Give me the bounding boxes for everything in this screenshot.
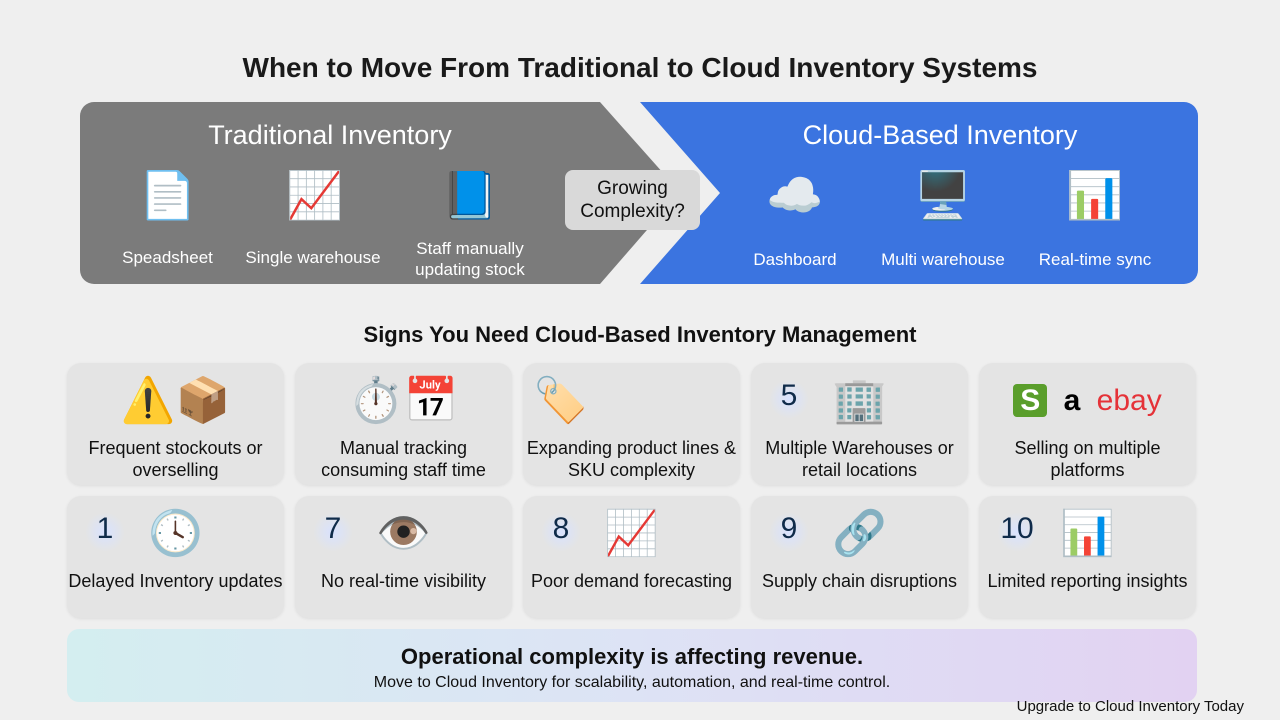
sign-card: S a ebay Selling on multiple platforms: [979, 363, 1196, 485]
card-label: Limited reporting insights: [987, 571, 1188, 591]
card-number: 9: [769, 512, 809, 552]
signs-heading: Signs You Need Cloud-Based Inventory Man…: [363, 322, 917, 347]
clock-refresh-icon: 🕓: [148, 509, 203, 558]
traditional-item-label: Staff manually updating stock: [415, 239, 525, 279]
card-number: 5: [769, 379, 809, 419]
page-title: When to Move From Traditional to Cloud I…: [242, 52, 1038, 83]
warning-box-icon: ⚠️📦: [120, 376, 231, 425]
cta-headline: Operational complexity is affecting reve…: [400, 644, 864, 669]
ledger-books-icon: 📘: [441, 169, 499, 221]
card-label: Manual tracking consuming staff time: [321, 438, 486, 480]
card-number: 1: [85, 512, 125, 552]
card-number: 10: [997, 512, 1037, 552]
cloud-panel: [640, 102, 1198, 284]
sign-card: 9 🔗 Supply chain disruptions: [751, 496, 968, 618]
marketplace-logos-icon: S a ebay: [979, 371, 1196, 431]
card-number: 7: [313, 512, 353, 552]
trend-chart-icon: 📈: [604, 509, 659, 558]
sign-card: ⚠️📦 Frequent stockouts or overselling: [67, 363, 284, 485]
card-label: Frequent stockouts or overselling: [88, 438, 263, 480]
cloud-item-label: Multi warehouse: [881, 250, 1005, 269]
sign-card: 8 📈 Poor demand forecasting: [523, 496, 740, 618]
price-tags-icon: 🏷️: [533, 376, 588, 425]
sign-card: 7 👁️ No real-time visibility: [295, 496, 512, 618]
sync-chart-icon: 📊: [1066, 169, 1124, 221]
card-number: 8: [541, 512, 581, 552]
traditional-item-label: Speadsheet: [122, 248, 213, 267]
sign-card: 10 📊 Limited reporting insights: [979, 496, 1196, 618]
card-label: Expanding product lines & SKU complexity: [526, 438, 737, 480]
cta-banner: Operational complexity is affecting reve…: [67, 629, 1197, 702]
cloud-icon: ☁️: [766, 169, 824, 221]
sign-card: 🏷️ Expanding product lines & SKU complexi…: [523, 363, 740, 485]
sign-card: 5 🏢 Multiple Warehouses or retail location…: [751, 363, 968, 485]
traditional-title: Traditional Inventory: [208, 120, 452, 150]
cta-subtext: Move to Cloud Inventory for scalability,…: [373, 674, 891, 691]
spreadsheet-icon: 📄: [139, 169, 197, 221]
card-label: Supply chain disruptions: [761, 571, 958, 591]
cloud-item-label: Dashboard: [753, 250, 837, 269]
sign-card: ⏱️📅 Manual tracking consuming staff time: [295, 363, 512, 485]
cloud-item-label: Real-time sync: [1038, 250, 1152, 269]
notebook-chart-icon: 📈: [286, 169, 344, 221]
card-label: Selling on multiple platforms: [1014, 438, 1161, 480]
bar-report-icon: 📊: [1060, 509, 1115, 558]
eye-window-icon: 👁️: [376, 509, 431, 558]
sign-card: 1 🕓 Delayed Inventory updates: [67, 496, 284, 618]
card-label: Delayed Inventory updates: [68, 571, 283, 591]
card-label: Multiple Warehouses or retail locations: [765, 438, 954, 480]
card-label: Poor demand forecasting: [530, 571, 733, 591]
card-label: No real-time visibility: [320, 571, 487, 591]
traditional-item-label: Single warehouse: [245, 248, 381, 267]
footer-text: Upgrade to Cloud Inventory Today: [1016, 698, 1244, 715]
cloud-title: Cloud-Based Inventory: [802, 120, 1078, 150]
broken-chain-icon: 🔗: [832, 509, 887, 558]
stopwatch-calendar-icon: ⏱️📅: [348, 376, 459, 425]
building-icon: 🏢: [832, 376, 887, 425]
dashboard-screen-icon: 🖥️: [914, 169, 972, 221]
growing-complexity-label: Growing Complexity?: [565, 170, 700, 230]
